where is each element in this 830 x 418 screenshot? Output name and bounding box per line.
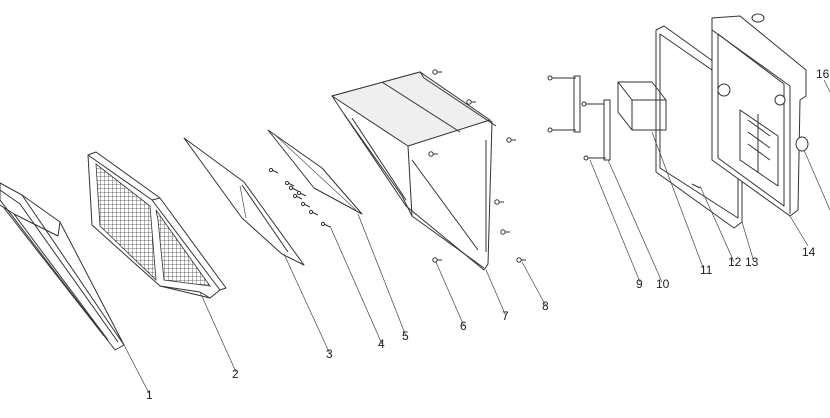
part-6-screws [428, 69, 526, 263]
callout-4: 4 [378, 337, 385, 351]
callout-10: 10 [656, 277, 670, 291]
callout-2: 2 [232, 367, 239, 381]
part-1-front-frame [0, 182, 125, 351]
callout-8: 8 [542, 299, 549, 313]
part-2-louver-grille [87, 151, 227, 299]
part-7-housing [331, 71, 497, 271]
part-5-reflector [267, 129, 363, 215]
part-3-lens [183, 137, 305, 266]
callout-6: 6 [460, 319, 467, 333]
callout-3: 3 [326, 347, 333, 361]
callout-14: 14 [802, 245, 816, 259]
callout-13: 13 [745, 255, 759, 269]
part-9-10-mounting-bars [547, 75, 611, 161]
part-11-driver-box [617, 81, 667, 131]
callout-9: 9 [636, 277, 643, 291]
part-14-back-box [691, 13, 809, 217]
callout-16: 16 [816, 67, 830, 81]
callout-labels: 1 2 3 4 5 6 7 8 9 10 11 12 13 14 16 [146, 67, 830, 402]
callout-1: 1 [146, 388, 153, 402]
part-4-screws [268, 167, 331, 228]
callout-12: 12 [728, 255, 742, 269]
callout-7: 7 [502, 309, 509, 323]
callout-11: 11 [700, 263, 713, 277]
callout-5: 5 [402, 329, 409, 343]
leader-lines [123, 79, 830, 396]
